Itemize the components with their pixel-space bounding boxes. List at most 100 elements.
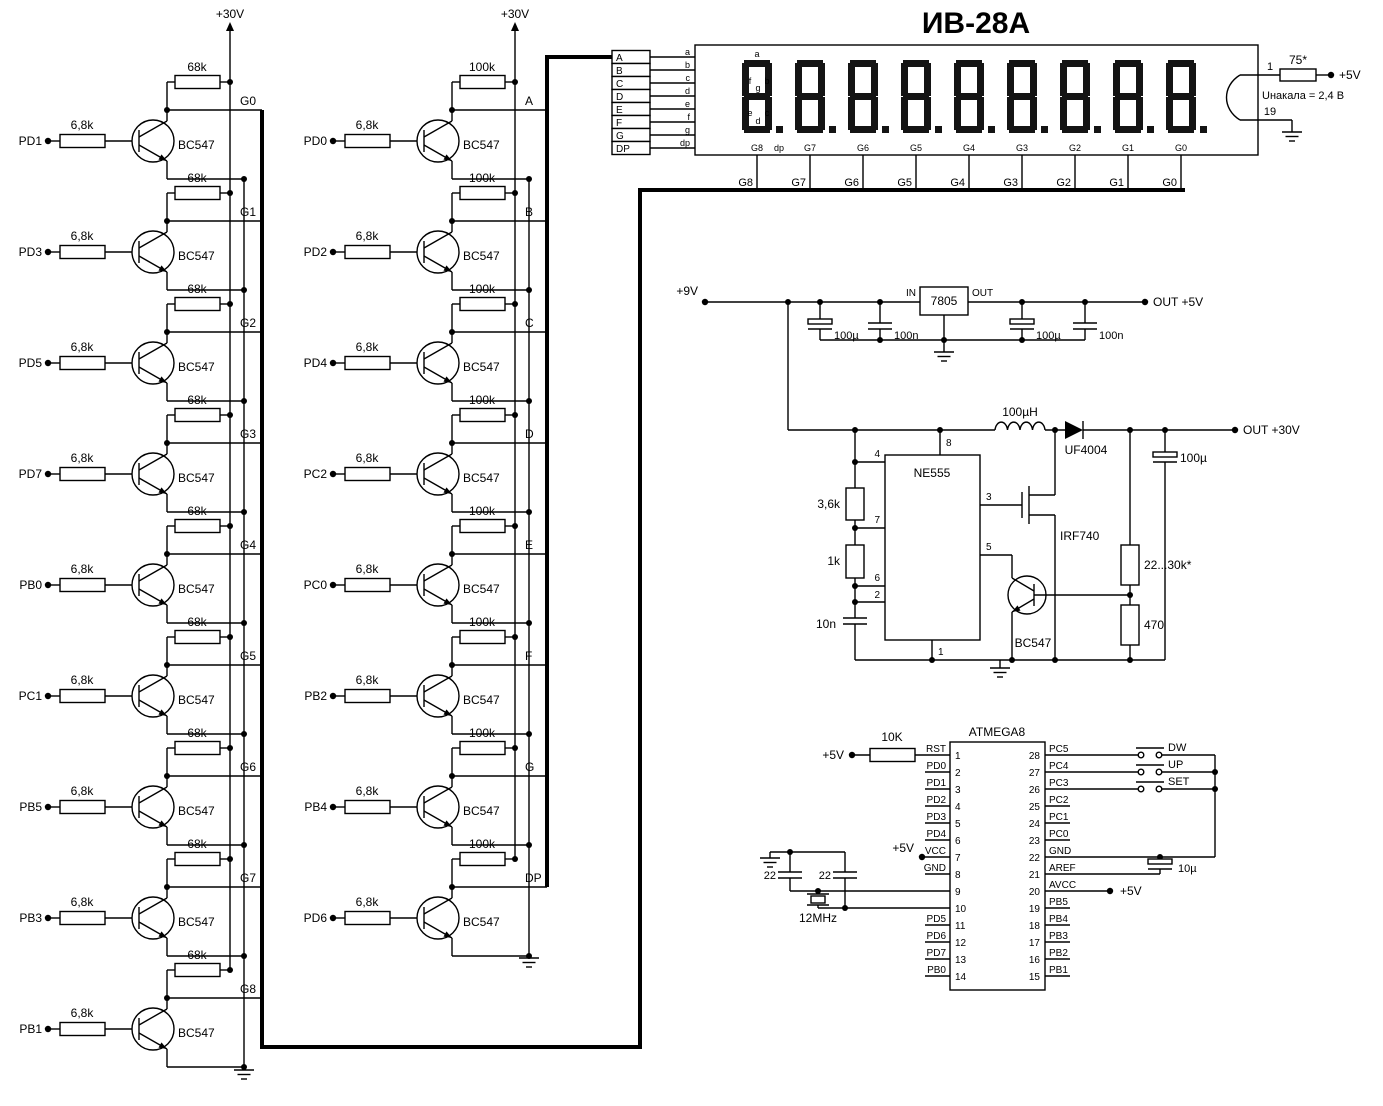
segment-row-label: G [616, 131, 624, 142]
segment-stage-3-labels: PC2 6,8k 100k BC547 D [304, 393, 534, 485]
ground-icon [518, 957, 540, 968]
grid-bus-wire [260, 110, 1185, 1049]
resistor-value: 22...30k* [1144, 558, 1192, 572]
supply-label: +5V [1120, 884, 1142, 898]
bus-label: G1 [1109, 177, 1124, 189]
segment-row-label: C [616, 79, 623, 90]
net-label: G0 [240, 94, 256, 108]
button-set[interactable] [1135, 781, 1165, 793]
mosfet-label: IRF740 [1060, 529, 1100, 543]
mcu-body [949, 741, 1046, 991]
transistor-label: BC547 [178, 693, 215, 707]
net-label: A [525, 94, 533, 108]
grid-stage-2-labels: PD5 6,8k 68k BC547 G2 [19, 282, 257, 374]
pin-number: 27 [1029, 768, 1041, 779]
pin-name: VCC [925, 846, 946, 857]
resistor-value: 6,8k [356, 784, 380, 798]
pin-number: 14 [955, 972, 967, 983]
pin-number: 6 [955, 836, 961, 847]
capacitor [1147, 858, 1173, 870]
segment-pin-label: d [685, 86, 690, 96]
net-label: PD2 [304, 245, 328, 259]
pin-name: PD7 [927, 948, 947, 959]
net-label: PB5 [19, 800, 42, 814]
button-dw[interactable] [1135, 747, 1165, 759]
legend-f: f [749, 76, 752, 86]
pin-number: 3 [986, 492, 992, 503]
transistor-label: BC547 [463, 471, 500, 485]
resistor-value: 6,8k [356, 229, 380, 243]
resistor-value: 100k [469, 171, 496, 185]
pin-name: RST [926, 744, 946, 755]
segment-row-label: B [616, 66, 623, 77]
resistor-value: 6,8k [71, 673, 95, 687]
resistor-value: 6,8k [356, 562, 380, 576]
net-label: G2 [240, 316, 256, 330]
pin-label: G5 [910, 143, 922, 153]
ground-icon [989, 667, 1011, 678]
net-label: PD4 [304, 356, 328, 370]
transistor-label: BC547 [178, 804, 215, 818]
cap-value: 10n [816, 617, 836, 631]
grid-stage-3-labels: PD7 6,8k 68k BC547 G3 [19, 393, 257, 485]
pin-number: 4 [955, 802, 961, 813]
resistor-value: 100k [469, 726, 496, 740]
pin-name: AREF [1049, 863, 1076, 874]
resistor-value: 6,8k [71, 451, 95, 465]
net-label: PB1 [19, 1022, 42, 1036]
button-up[interactable] [1135, 764, 1165, 776]
cap-value: 100µ [1036, 330, 1061, 342]
net-label: G7 [240, 871, 256, 885]
grid-stage-4-labels: PB0 6,8k 68k BC547 G4 [19, 504, 256, 596]
resistor-value: 68k [187, 282, 207, 296]
net-label: PB4 [304, 800, 327, 814]
pin-number: 2 [874, 590, 880, 601]
segment-pin-label: dp [680, 138, 690, 148]
pin-name: PB3 [1049, 931, 1068, 942]
pin-name: PB2 [1049, 948, 1068, 959]
segment-stage-0-labels: PD0 6,8k 100k BC547 A [304, 60, 533, 152]
ground-icon [1281, 131, 1303, 142]
pin-number: 3 [955, 785, 961, 796]
pin-number: 11 [955, 921, 966, 932]
net-label: PC1 [19, 689, 43, 703]
resistor-value: 68k [187, 837, 207, 851]
transistor-label: BC547 [463, 582, 500, 596]
transistor-label: BC547 [463, 693, 500, 707]
ground-icon [933, 351, 955, 362]
cap-value: 22 [764, 870, 776, 882]
transistor-label: BC547 [178, 471, 215, 485]
timer-body [884, 454, 981, 641]
feedback-divider: 22...30k* 470 [1120, 430, 1192, 660]
legend-e: e [747, 108, 752, 118]
resistor-value: 3,6k [817, 497, 841, 511]
capacitor [1152, 451, 1178, 463]
net-label: PD7 [19, 467, 43, 481]
bus-label: G0 [1162, 177, 1177, 189]
pin-label: G6 [857, 143, 869, 153]
pin-number: 21 [1029, 870, 1041, 881]
segment-stage-6-labels: PB4 6,8k 100k BC547 G [304, 726, 534, 818]
transistor-label: BC547 [178, 138, 215, 152]
net-label: PD3 [19, 245, 43, 259]
net-label: D [525, 427, 534, 441]
pin-label: G1 [1122, 143, 1134, 153]
segment-stage-4-labels: PC0 6,8k 100k BC547 E [304, 504, 533, 596]
grid-stage-5-labels: PC1 6,8k 68k BC547 G5 [19, 615, 257, 707]
cap-value: 100µ [1180, 451, 1207, 465]
resistor-value: 100k [469, 393, 496, 407]
pin-number: 17 [1029, 938, 1041, 949]
transistor-label: BC547 [463, 360, 500, 374]
pin-label: G0 [1175, 143, 1187, 153]
out-label: OUT [972, 288, 993, 299]
pin-number: 1 [955, 751, 961, 762]
net-label: +9V [676, 284, 698, 298]
filament-note: Uнакала = 2,4 В [1262, 90, 1344, 102]
transistor-label: BC547 [178, 249, 215, 263]
supply-label: +5V [822, 748, 844, 762]
segment-pin-label: c [686, 73, 691, 83]
net-label: C [525, 316, 534, 330]
pin-name: PC4 [1049, 761, 1069, 772]
net-label: DP [525, 871, 542, 885]
pin-number: 12 [955, 938, 967, 949]
